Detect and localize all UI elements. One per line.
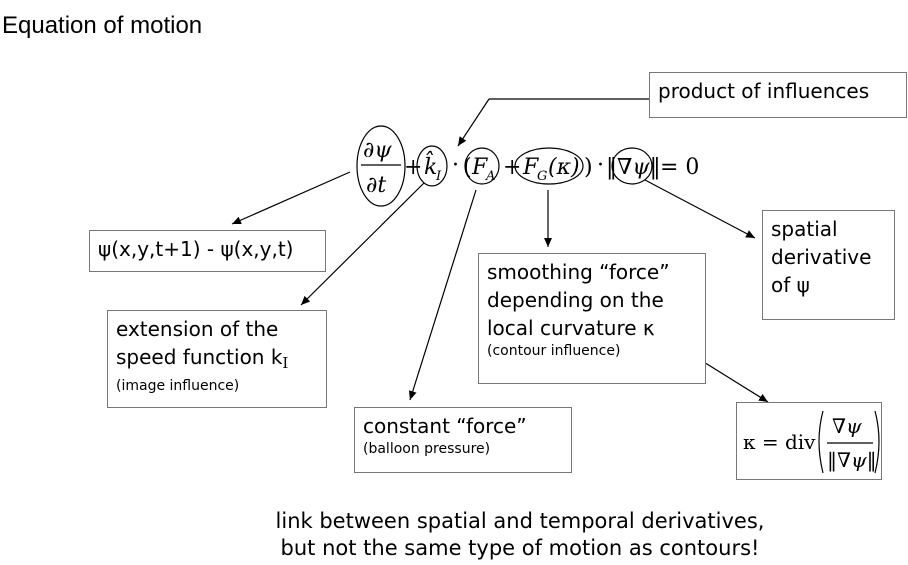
speed-line-2: speed function k — [116, 345, 283, 369]
slide-title: Equation of motion — [2, 12, 203, 39]
speed-note: (image influence) — [116, 378, 240, 394]
constant-line: constant “force” — [363, 414, 527, 438]
eq-fg: F — [522, 155, 539, 180]
eq-plus-2: + — [503, 155, 521, 180]
smooth-line-2: depending on the — [487, 288, 664, 312]
bottom-line-1: link between spatial and temporal deriva… — [275, 509, 765, 533]
eq-fg-sub: G — [537, 169, 547, 184]
eq-fa-sub: A — [485, 169, 495, 184]
eq-dot-1: · — [452, 153, 459, 178]
eq-fa-open: ( — [463, 155, 472, 180]
spatial-line-2: derivative — [771, 245, 872, 269]
psi-difference-box: ψ(x,y,t+1) - ψ(x,y,t) — [89, 230, 326, 272]
arrow-speed — [300, 182, 425, 306]
fa-circle — [464, 147, 500, 185]
smooth-note: (contour influence) — [487, 343, 621, 359]
eq-equals-zero: = 0 — [660, 155, 699, 180]
psi-difference-label: ψ(x,y,t+1) - ψ(x,y,t) — [98, 237, 294, 261]
bottom-line-2: but not the same type of motion as conto… — [280, 536, 760, 560]
curvature-den: ‖∇ψ‖ — [827, 448, 877, 473]
arrow-time-derivative — [231, 171, 351, 225]
curvature-formula-box: κ = div ∇ψ ‖∇ψ‖ — [736, 402, 882, 480]
constant-note: (balloon pressure) — [363, 441, 491, 457]
curvature-lhs: κ = div — [743, 430, 816, 454]
eq-k: k̂ — [424, 151, 437, 180]
grad-circle — [611, 147, 653, 185]
constant-force-box: constant “force” (balloon pressure) — [354, 407, 572, 473]
product-label: product of influences — [658, 79, 870, 103]
arrow-spatial — [644, 179, 756, 239]
spatial-line-3: of ψ — [771, 273, 810, 297]
eq-dot-2: · — [597, 153, 604, 178]
smooth-line-1: smoothing “force” — [487, 260, 670, 284]
eq-k-sub: I — [435, 169, 442, 184]
bottom-note: link between spatial and temporal deriva… — [200, 508, 840, 562]
speed-line-1: extension of the — [116, 317, 279, 341]
eq-fa-close: ) — [584, 155, 593, 180]
speed-function-box: extension of the speed function kI (imag… — [107, 310, 327, 408]
eq-denominator: ∂t — [366, 173, 386, 198]
spatial-line-1: spatial — [771, 217, 838, 241]
eq-numerator: ∂ψ — [363, 138, 392, 163]
fg-circle — [514, 147, 584, 185]
speed-sub: I — [282, 354, 289, 372]
spatial-derivative-box: spatial derivative of ψ — [762, 210, 895, 320]
eq-fa: F — [471, 155, 488, 180]
time-derivative-circle — [356, 125, 406, 207]
eq-kappa-arg: (κ) — [548, 155, 580, 180]
smoothing-force-box: smoothing “force” depending on the local… — [478, 253, 706, 384]
k-circle — [416, 145, 448, 187]
product-of-influences-box: product of influences — [649, 72, 907, 118]
curvature-num: ∇ψ — [832, 414, 862, 438]
arrow-constant — [408, 189, 477, 401]
smooth-line-3: local curvature κ — [487, 316, 655, 340]
arrow-product — [457, 98, 490, 147]
